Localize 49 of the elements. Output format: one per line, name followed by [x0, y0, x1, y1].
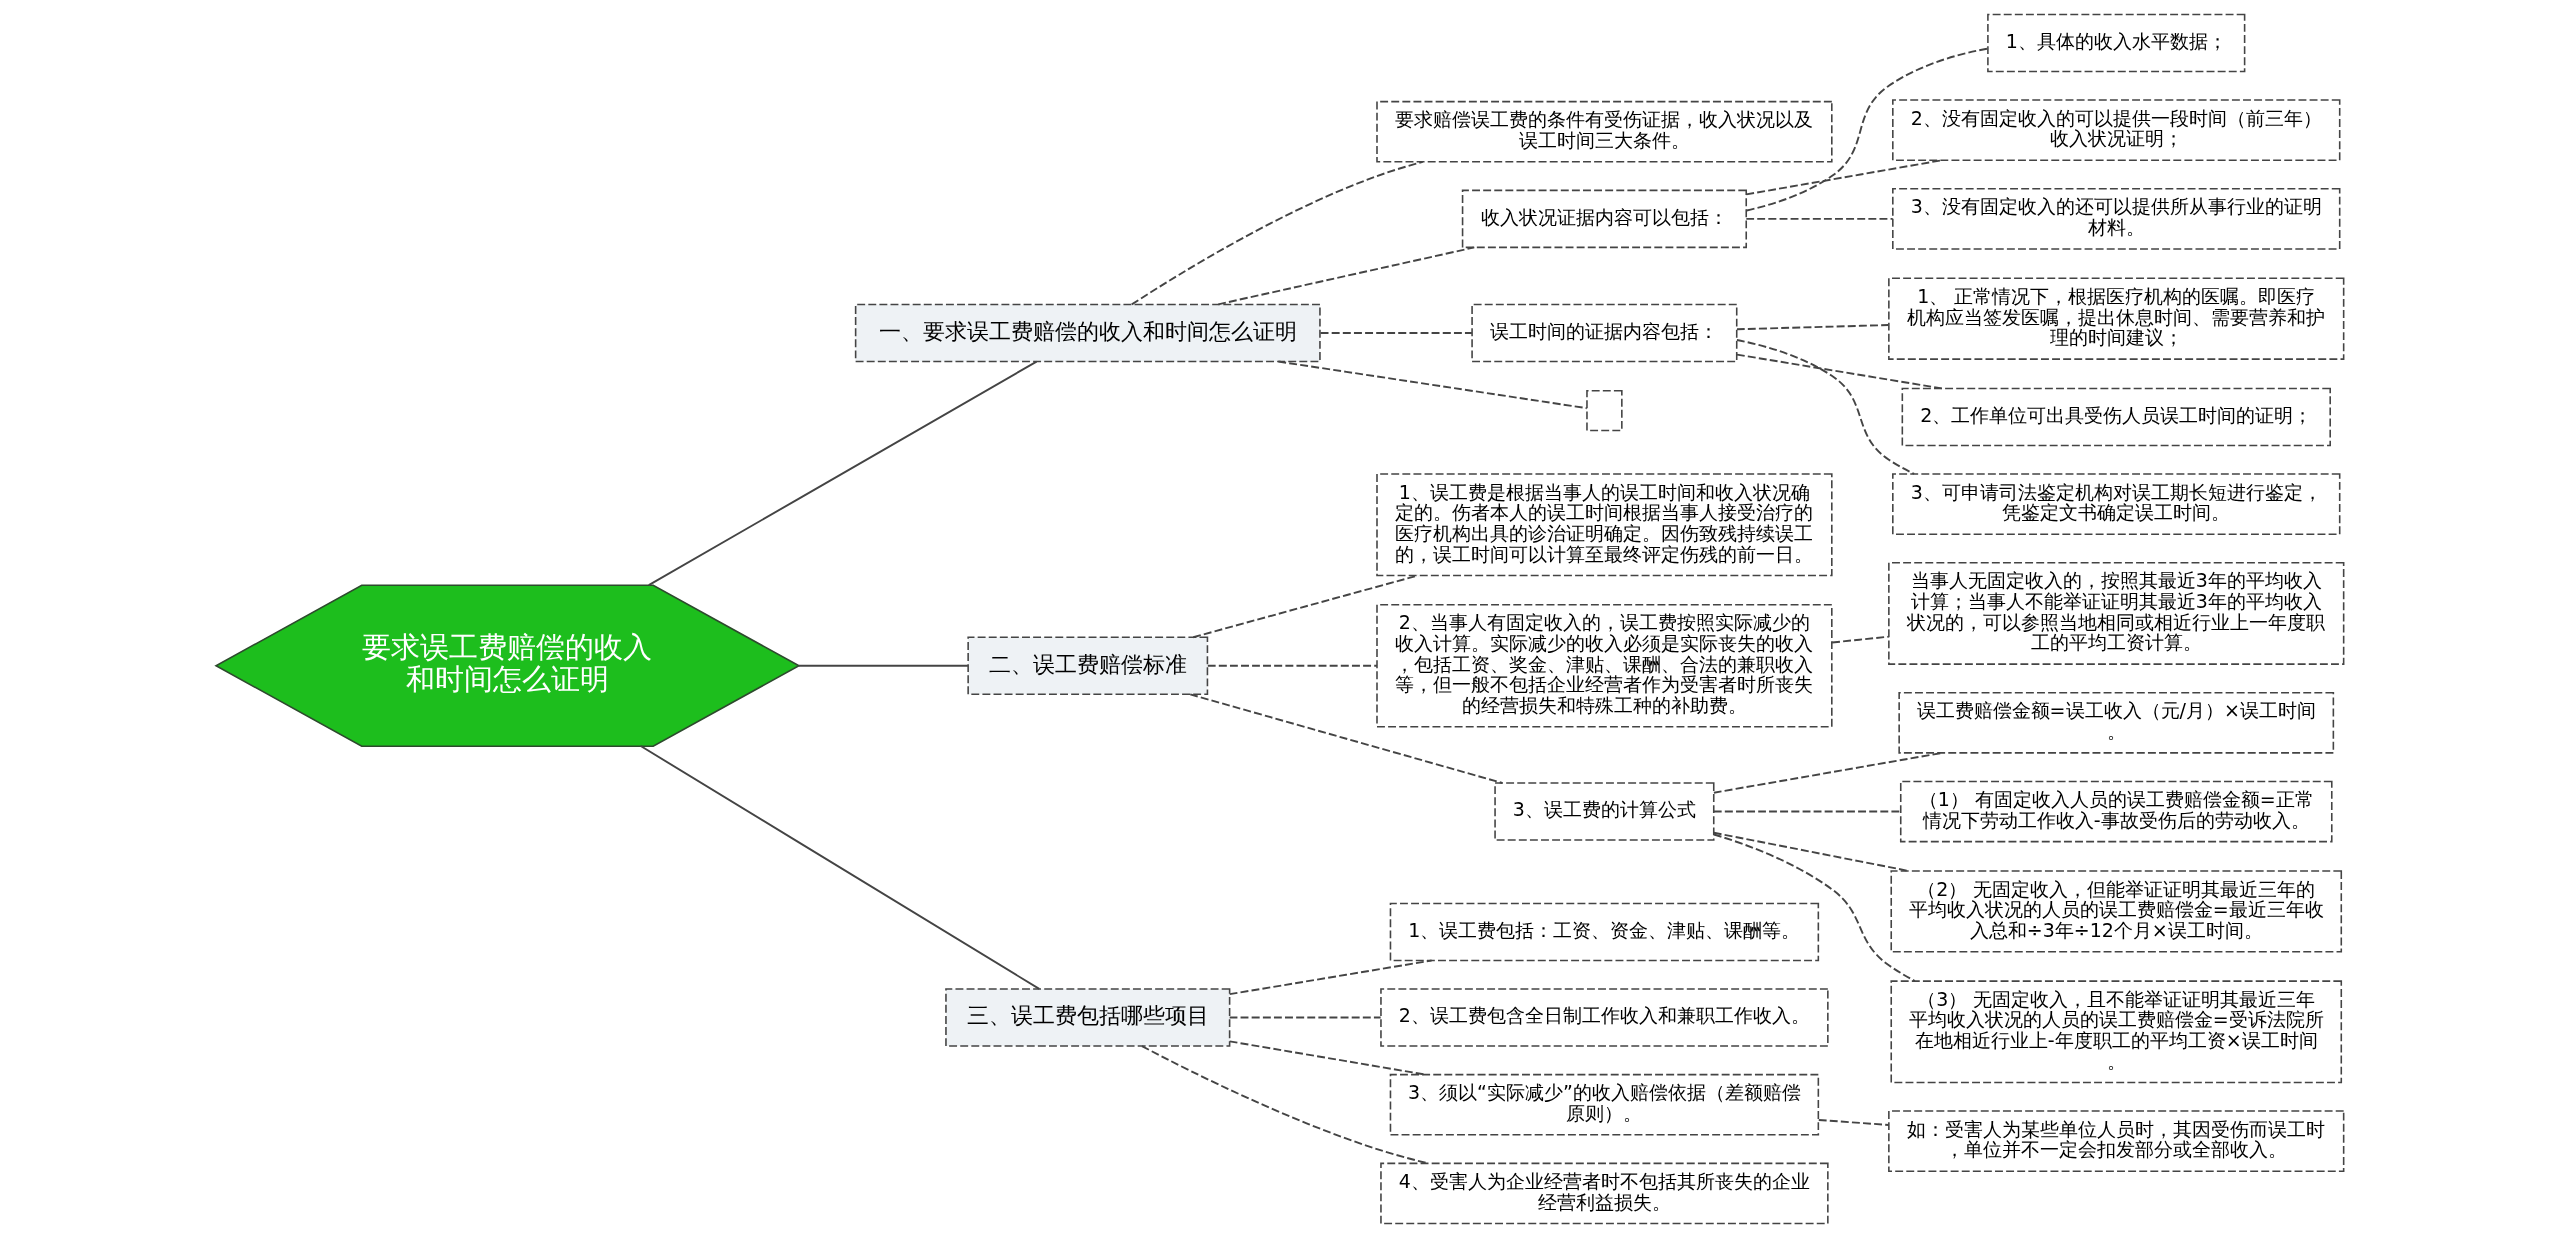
- node-box: 1、具体的收入水平数据；: [1987, 13, 2246, 73]
- node-box: 二、误工费赔偿标准: [967, 636, 1209, 696]
- node-box: （3） 无固定收入，且不能举证证明其最近三年平均收入状况的人员的误工费赔偿金=受诉法院所在地相近行业上-年度职工的平均工资×误工时间。: [1890, 980, 2343, 1084]
- connector: [1713, 833, 1916, 982]
- node-box: 1、误工费是根据当事人的误工时间和收入状况确定的。伤者本人的误工时间根据当事人接受治疗的医疗机构出具的诊治证明确定。因伤致残持续误工的，误工时间可以计算至最终评定伤残的前一日。: [1376, 473, 1833, 577]
- connector: [647, 360, 1038, 587]
- connector: [1736, 353, 1943, 390]
- node-box: 3、须以“实际减少”的收入赔偿依据（差额赔偿原则）。: [1389, 1073, 1820, 1136]
- connector: [1712, 752, 1943, 794]
- node-box: 2、误工费包含全日制工作收入和兼职工作收入。: [1380, 988, 1829, 1047]
- node-box: 3、没有固定收入的还可以提供所从事行业的证明材料。: [1892, 187, 2341, 250]
- node-box: 3、可申请司法鉴定机构对误工期长短进行鉴定，凭鉴定文书确定误工时间。: [1892, 473, 2341, 535]
- connector: [1745, 217, 1894, 220]
- connector: [1745, 47, 1989, 212]
- connector: [1228, 1016, 1382, 1019]
- node-box: 如：受害人为某些单位人员时，其因受伤而误工时，单位并不一定会扣发部分或全部收入。: [1888, 1110, 2345, 1173]
- connector: [1217, 246, 1476, 306]
- connector: [1277, 360, 1588, 410]
- node-box: 1、误工费包括：工资、资金、津贴、课酬等。: [1389, 902, 1820, 962]
- node-box: （2） 无固定收入，但能举证证明其最近三年的平均收入状况的人员的误工费赔偿金=最近三年收入总和÷3年÷12个月×误工时间。: [1890, 870, 2343, 953]
- node-box: 2、没有固定收入的可以提供一段时间（前三年）收入状况证明；: [1892, 99, 2341, 161]
- connector: [1736, 324, 1890, 331]
- node-box: 一、要求误工费赔偿的收入和时间怎么证明: [854, 303, 1321, 363]
- node-box: 1、 正常情况下，根据医疗机构的医嘱。即医疗机构应当签发医嘱，提出休息时间、需要营养和护理的时间建议；: [1888, 277, 2345, 360]
- connector: [1141, 1045, 1429, 1165]
- connector: [1189, 693, 1504, 784]
- node-box: 2、工作单位可出具受伤人员误工时间的证明；: [1901, 387, 2331, 447]
- connector: [797, 664, 969, 667]
- connector: [1735, 339, 1916, 475]
- node-box: 3、误工费的计算公式: [1494, 782, 1715, 841]
- connector: [1319, 332, 1473, 334]
- connector: [639, 745, 1041, 990]
- connector: [1228, 1040, 1426, 1076]
- connector: [1206, 664, 1378, 667]
- node-box: 三、误工费包括哪些项目: [945, 988, 1231, 1047]
- node-box: （1） 有固定收入人员的误工费赔偿金额=正常情况下劳动工作收入-事故受伤后的劳动收入。: [1899, 780, 2333, 843]
- connector: [1712, 810, 1902, 813]
- node-box: 误工时间的证据内容包括：: [1471, 303, 1738, 363]
- connector: [1831, 635, 1890, 644]
- node-box: 当事人无固定收入的，按照其最近3年的平均收入计算；当事人不能举证证明其最近3年的平均收入状况的，可以参照当地相同或相近行业上一年度职工的平均工资计算。: [1888, 561, 2345, 665]
- node-box: 误工费赔偿金额=误工收入（元/月）×误工时间。: [1898, 691, 2335, 754]
- node-box: 收入状况证据内容可以包括：: [1461, 189, 1747, 249]
- node-box: 2、当事人有固定收入的，误工费按照实际减少的收入计算。实际减少的收入必须是实际丧失的收入，包括工资、奖金、津贴、课酬、合法的兼职收入等，但一般不包括企业经营者作为受害者时所丧失的经营损失和特殊工种的补助费。: [1376, 603, 1833, 728]
- node-box: [1586, 390, 1623, 432]
- connector: [1712, 831, 1910, 872]
- node-box: 要求赔偿误工费的条件有受伤证据，收入状况以及误工时间三大条件。: [1376, 100, 1833, 163]
- connector: [1817, 1119, 1890, 1126]
- node-box: 4、受害人为企业经营者时不包括其所丧失的企业经营利益损失。: [1380, 1162, 1829, 1225]
- connector: [1130, 160, 1424, 306]
